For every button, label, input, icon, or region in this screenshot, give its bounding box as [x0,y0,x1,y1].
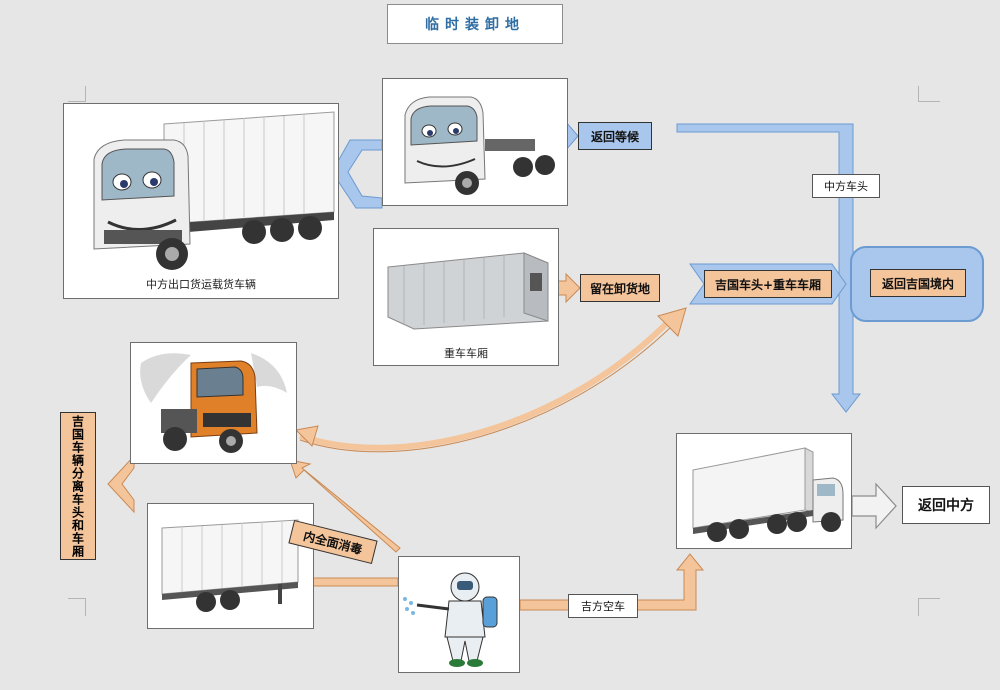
loaded-truck-illustration [93,111,335,270]
panel-empty-trailer [147,503,314,629]
label-china-head: 中方车头 [812,174,880,198]
panel-returning-truck [676,433,852,549]
returning-truck-illustration [692,447,844,542]
panel-loaded-truck: 中方出口货运载货车辆 [63,103,339,299]
corner-mark-tr [918,86,940,102]
container-illustration [387,252,549,330]
label-ji-empty: 吉方空车 [568,594,638,618]
label-return-wait: 返回等候 [578,122,652,150]
label-stay-unload: 留在卸货地 [580,274,660,302]
peach-curve-arrow [299,319,671,451]
orange-cab-illustration [140,353,287,453]
blue-split-arrow [331,139,383,209]
cab-illustration [404,96,555,195]
empty-trailer-illustration [161,519,299,612]
label-ji-separate: 吉国车辆分离车头和车厢 [60,412,96,560]
panel-container: 重车车厢 [373,228,559,366]
panel-cab [382,78,568,206]
label-ji-head-container: 吉国车头+重车车厢 [704,270,832,298]
peach-chevron-left [107,454,135,514]
corner-mark-br [918,598,940,616]
peach-curve-tail [294,425,319,447]
corner-mark-bl [68,598,86,616]
disinfection-worker-illustration [403,572,498,667]
grey-arrow-to-return-china [851,482,897,530]
loaded-truck-caption: 中方出口货运载货车辆 [146,278,256,291]
container-caption: 重车车厢 [444,347,488,360]
label-return-ji: 返回吉国境内 [870,269,966,297]
peach-curve-arrow-outline [299,325,673,453]
label-return-china: 返回中方 [902,486,990,524]
panel-orange-cab [130,342,297,464]
peach-diag-arrow [289,459,401,553]
panel-disinfection [398,556,520,673]
diagram-title: 临时装卸地 [387,4,563,44]
peach-curve-arrowhead [657,307,687,337]
corner-mark-tl [68,86,86,102]
